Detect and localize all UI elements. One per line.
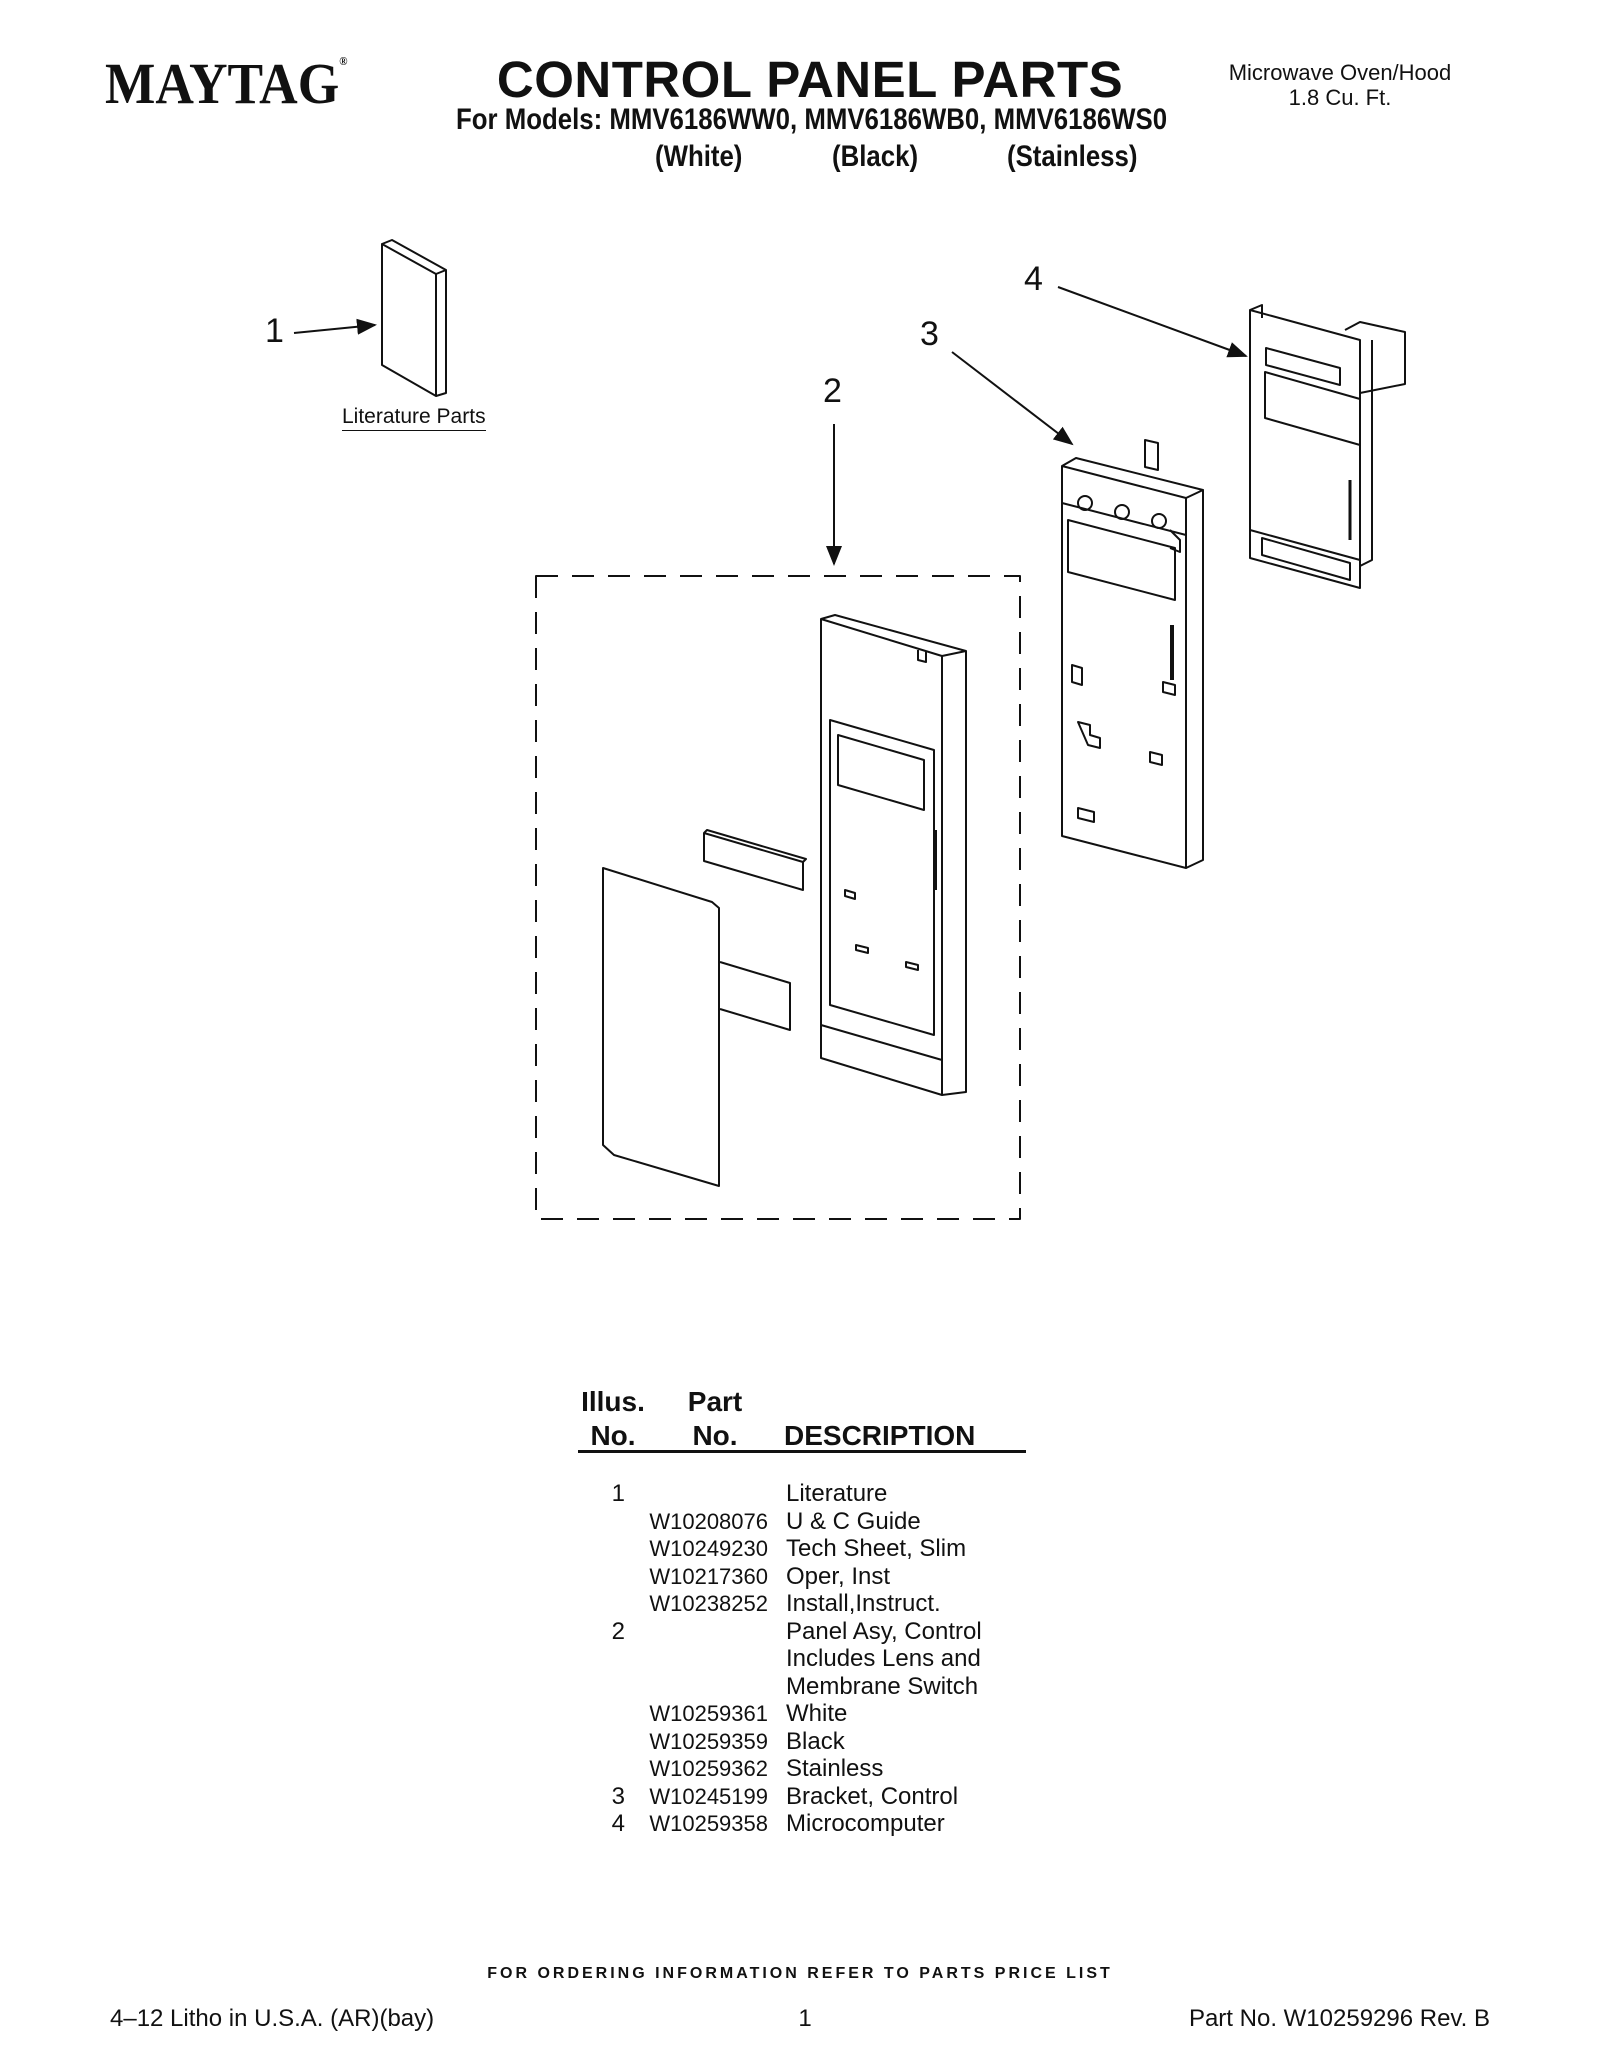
- color-black-label: (Black): [832, 140, 919, 173]
- header-part-no: Part No.: [680, 1385, 750, 1453]
- literature-parts-label: Literature Parts: [342, 405, 486, 431]
- callout-3: 3: [920, 315, 939, 353]
- control-panel: [820, 614, 967, 1096]
- exploded-parts-diagram: [293, 239, 1406, 1220]
- callout-4-arrow: [1057, 286, 1248, 358]
- product-description: Microwave Oven/Hood 1.8 Cu. Ft.: [1190, 60, 1490, 110]
- document-part-number: Part No. W10259296 Rev. B: [1188, 2005, 1490, 2032]
- callout-4: 4: [1024, 260, 1043, 298]
- membrane-switch: [602, 867, 791, 1187]
- litho-note: 4–12 Litho in U.S.A. (AR)(bay): [110, 2005, 435, 2032]
- callout-1-arrow: [293, 318, 377, 335]
- control-bracket: [1061, 439, 1204, 869]
- ordering-note: FOR ORDERING INFORMATION REFER TO PARTS …: [487, 1965, 1113, 1982]
- header-illus-no: Illus. No.: [578, 1385, 648, 1453]
- registered-mark: ®: [339, 54, 348, 68]
- header-part-line2: No.: [692, 1420, 738, 1451]
- callout-2: 2: [823, 372, 842, 410]
- color-white-label: (White): [655, 140, 743, 173]
- color-stainless-label: (Stainless): [1007, 140, 1138, 173]
- table-header-rule: [578, 1450, 1026, 1453]
- page-title: CONTROL PANEL PARTS: [496, 51, 1124, 108]
- header-description: DESCRIPTION: [784, 1420, 976, 1451]
- brand-name: MAYTAG: [105, 51, 340, 116]
- maytag-logo: MAYTAG®: [105, 50, 347, 117]
- header-part-line1: Part: [687, 1386, 743, 1417]
- models-line: For Models: MMV6186WW0, MMV6186WB0, MMV6…: [456, 103, 1168, 136]
- product-type: Microwave Oven/Hood: [1228, 60, 1452, 85]
- product-capacity: 1.8 Cu. Ft.: [1288, 85, 1392, 110]
- page-number: 1: [798, 2005, 812, 2032]
- literature-booklet: [381, 239, 447, 397]
- header-illus-line1: Illus.: [581, 1386, 645, 1417]
- panel-lens: [703, 829, 807, 891]
- microcomputer-board: [1249, 304, 1406, 589]
- callout-1: 1: [265, 312, 284, 350]
- callout-3-arrow: [951, 351, 1074, 446]
- panel-assembly-group-frame: [535, 575, 1021, 1220]
- header-illus-line2: No.: [590, 1420, 636, 1451]
